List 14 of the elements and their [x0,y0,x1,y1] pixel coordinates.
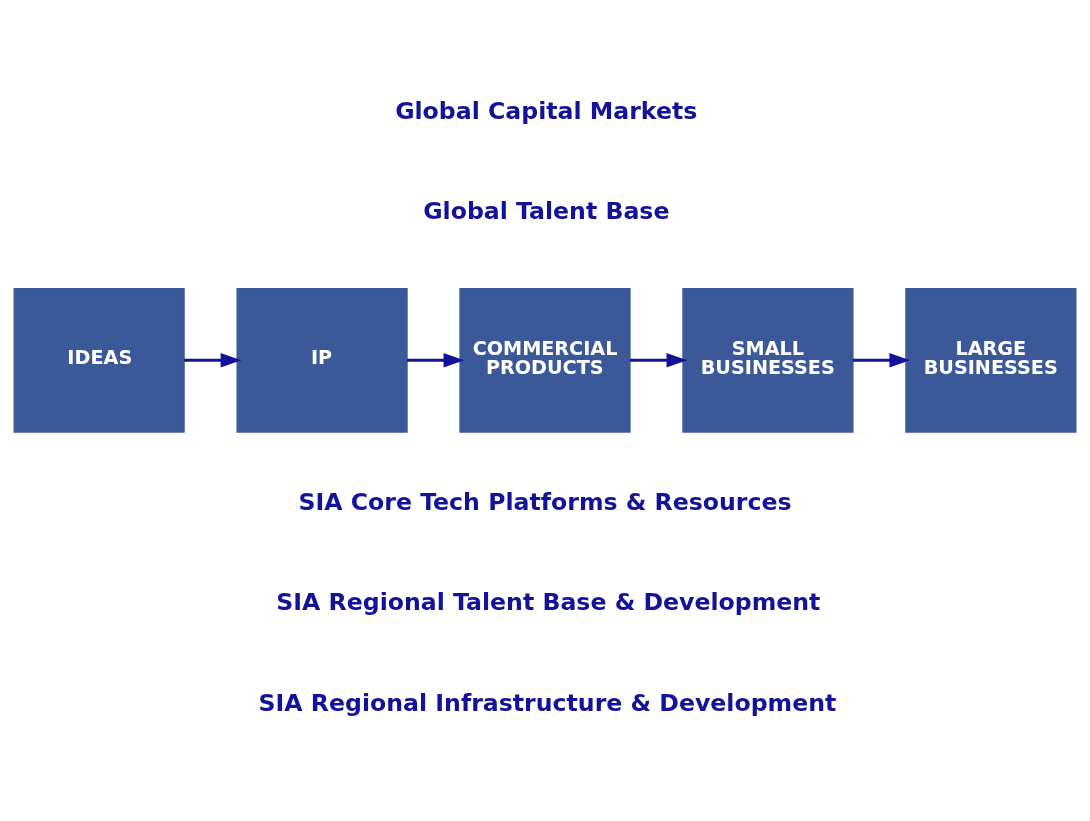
label: SIA Regional Infrastructure & Development [258,688,837,717]
arrow [852,353,911,368]
node-box: IDEAS [13,287,185,433]
arrow [629,353,688,368]
node-box: LARGE BUSINESSES [905,287,1077,433]
label: SIA Regional Talent Base & Development [276,588,821,617]
label: Global Talent Base [423,197,670,226]
arrow [406,353,465,368]
label: SIA Core Tech Platforms & Resources [298,487,792,516]
node-box: SMALL BUSINESSES [682,287,854,433]
label: Global Capital Markets [395,96,698,125]
node-box: COMMERCIAL PRODUCTS [459,287,631,433]
node-box: IP [236,287,408,433]
arrow [184,353,242,368]
